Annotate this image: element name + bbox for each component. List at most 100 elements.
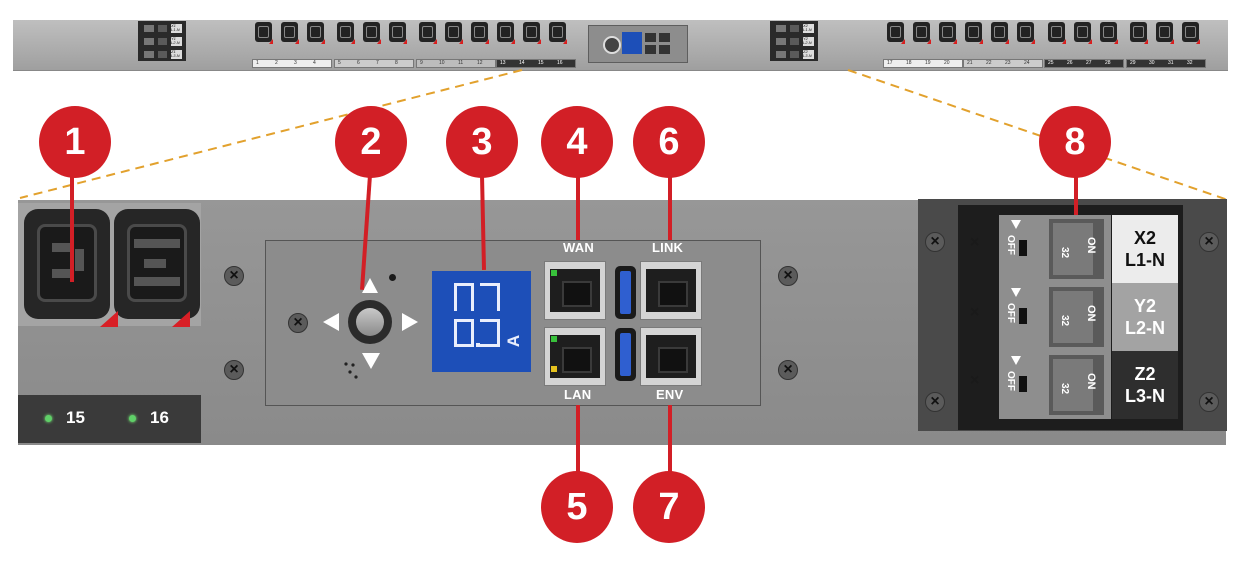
overview-outlet-number: 2 — [275, 60, 278, 66]
status-led — [389, 274, 396, 281]
screw-icon: × — [1199, 232, 1219, 252]
overview-outlet-number: 21 — [967, 60, 973, 66]
overview-outlet-number: 23 — [1005, 60, 1011, 66]
arrow-right-icon[interactable] — [402, 313, 418, 331]
overview-control-panel — [588, 25, 688, 63]
overview-outlet — [1017, 22, 1034, 42]
port-led — [551, 336, 557, 342]
breaker-rating: 32 — [1059, 247, 1070, 259]
callout-leader — [1074, 175, 1078, 215]
callout-marker: 4 — [541, 106, 613, 178]
overview-outlet-indicator — [321, 39, 325, 44]
arrow-down-icon[interactable] — [362, 353, 380, 369]
breaker-toggle[interactable] — [1049, 219, 1104, 279]
led-indicator — [45, 415, 52, 422]
breaker-off-label: OFF — [1005, 371, 1016, 391]
overview-outlet-indicator — [537, 39, 541, 44]
overview-outlet-indicator — [1088, 39, 1092, 44]
digit-segment — [480, 283, 500, 311]
joystick-button[interactable] — [348, 300, 392, 344]
overview-outlet-number: 24 — [1024, 60, 1030, 66]
screw-icon: × — [970, 304, 980, 321]
link-port[interactable] — [640, 261, 702, 320]
overview-outlet-indicator — [485, 39, 489, 44]
breaker-on-label: ON — [1085, 373, 1097, 390]
overview-outlet — [549, 22, 566, 42]
overview-outlet-indicator — [351, 39, 355, 44]
callout-marker: 2 — [335, 106, 407, 178]
overview-outlet-number: 16 — [557, 60, 563, 66]
breaker-rating: 32 — [1059, 315, 1070, 327]
callout-leader — [668, 175, 672, 240]
arrow-left-icon[interactable] — [323, 313, 339, 331]
overview-outlet-indicator — [1114, 39, 1118, 44]
phase-id: X2 — [1133, 228, 1157, 248]
env-port[interactable] — [640, 327, 702, 386]
usb-port[interactable] — [615, 266, 636, 319]
overview-outlet-number: 7 — [376, 60, 379, 66]
overview-outlet-number: 8 — [395, 60, 398, 66]
overview-outlet-number-strip — [334, 59, 414, 68]
breaker-indicator — [1019, 240, 1027, 256]
zoom-line-left — [19, 69, 523, 199]
overview-outlet-number: 17 — [887, 60, 893, 66]
phase-line: L3-N — [1125, 386, 1165, 406]
overview-outlet — [1100, 22, 1117, 42]
breaker-toggle[interactable] — [1049, 355, 1104, 415]
lan-port[interactable] — [544, 327, 606, 386]
screw-icon: × — [925, 392, 945, 412]
screw-icon: × — [224, 360, 244, 380]
overview-outlet — [913, 22, 930, 42]
overview-outlet — [307, 22, 324, 42]
outlet-indicator — [100, 311, 118, 327]
overview-outlet-indicator — [1144, 39, 1148, 44]
overview-outlet-number: 15 — [538, 60, 544, 66]
usb-port[interactable] — [615, 328, 636, 381]
overview-outlet — [1074, 22, 1091, 42]
phase-id: Z2 — [1134, 364, 1156, 384]
current-display: A — [432, 271, 531, 372]
overview-outlet-indicator — [979, 39, 983, 44]
screw-icon: × — [925, 232, 945, 252]
buzzer-icon — [344, 362, 358, 379]
callout-leader — [576, 175, 580, 240]
lan-label: LAN — [564, 387, 592, 402]
off-arrow-icon — [1011, 220, 1021, 229]
digit-segment — [454, 319, 474, 347]
overview-outlet — [281, 22, 298, 42]
overview-outlet-indicator — [459, 39, 463, 44]
digit-segment — [454, 283, 474, 311]
overview-outlet — [1156, 22, 1173, 42]
overview-outlet-number: 27 — [1086, 60, 1092, 66]
overview-outlet-number: 20 — [944, 60, 950, 66]
breaker-rating: 32 — [1059, 383, 1070, 395]
arrow-up-icon[interactable] — [362, 278, 378, 293]
screw-icon: × — [778, 360, 798, 380]
overview-outlet — [471, 22, 488, 42]
overview-outlet-indicator — [953, 39, 957, 44]
screw-icon: × — [224, 266, 244, 286]
overview-breaker-label: X2 L1-N — [803, 24, 814, 33]
overview-joystick — [603, 36, 621, 54]
overview-outlet — [363, 22, 380, 42]
breaker-toggle[interactable] — [1049, 287, 1104, 347]
screw-icon: × — [970, 372, 980, 389]
overview-outlet-number: 9 — [420, 60, 423, 66]
screw-icon: × — [1199, 392, 1219, 412]
overview-breaker-label: Y1 L2-N — [171, 37, 182, 46]
port-led — [551, 270, 557, 276]
phase-line: L1-N — [1125, 250, 1165, 270]
wan-port[interactable] — [544, 261, 606, 320]
breaker-indicator — [1019, 376, 1027, 392]
overview-breaker-label: Z1 L3-N — [171, 50, 182, 59]
overview-outlet — [1048, 22, 1065, 42]
circuit-breaker[interactable]: OFF ON 32 — [999, 351, 1111, 419]
overview-outlet-number: 32 — [1187, 60, 1193, 66]
overview-outlet-number: 29 — [1130, 60, 1136, 66]
